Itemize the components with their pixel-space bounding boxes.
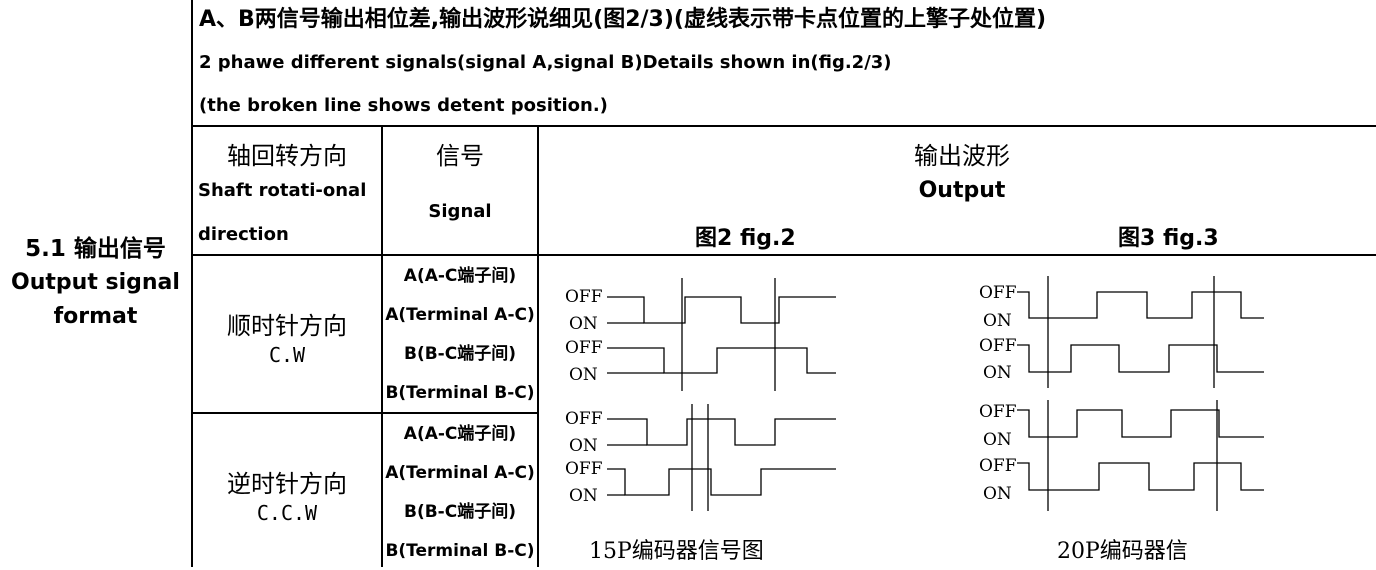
row-divider bbox=[191, 412, 539, 414]
row-cw-signal-a-en: A(Terminal A-C) bbox=[385, 305, 535, 325]
fig2-cw-a-off-label: OFF bbox=[565, 287, 603, 307]
fig2-ccw-a-off-label: OFF bbox=[565, 409, 603, 429]
fig2-ccw-signal-b-waveform bbox=[607, 468, 836, 496]
fig2-ccw-b-off-label: OFF bbox=[565, 459, 603, 479]
header-signal-en: Signal bbox=[428, 201, 492, 222]
row-ccw-direction-code: C.C.W bbox=[256, 501, 318, 525]
fig2-ccw-a-on-label: ON bbox=[569, 436, 598, 456]
fig3-cw-b-on-label: ON bbox=[983, 363, 1012, 383]
header-signal-cn: 信号 bbox=[436, 142, 484, 170]
intro-line-cn: A、B两信号输出相位差,输出波形说细见(图2/3)(虚线表示带卡点位置的上擎子处… bbox=[199, 7, 1047, 32]
row-ccw-signal-b-en: B(Terminal B-C) bbox=[385, 541, 535, 561]
waveform-figure: OFF ON OFF ON OFF ON OFF ON OFF ON OFF ON OFF ON OFF ON… bbox=[565, 276, 1264, 564]
direction-signal-divider bbox=[381, 126, 383, 567]
fig3-cw-signal-a-waveform bbox=[1017, 291, 1264, 319]
fig2-cw-b-off-label: OFF bbox=[565, 338, 603, 358]
fig3-ccw-signal-b-waveform bbox=[1017, 462, 1264, 491]
header-fig3: 图3 fig.3 bbox=[1118, 226, 1219, 251]
row-cw-signal-b-cn: B(B-C端子间) bbox=[404, 344, 516, 364]
header-output-en: Output bbox=[918, 178, 1006, 203]
fig2-caption: 15P编码器信号图 bbox=[589, 539, 764, 564]
row-ccw-direction-cn: 逆时针方向 bbox=[227, 470, 347, 498]
intro-bottom-rule bbox=[191, 125, 1376, 127]
row-cw-signal-b-en: B(Terminal B-C) bbox=[385, 383, 535, 403]
left-table-border bbox=[191, 0, 193, 567]
intro-line-en-1: 2 phawe different signals(signal A,signa… bbox=[199, 52, 892, 73]
fig3-cw-b-off-label: OFF bbox=[979, 336, 1017, 356]
fig2-ccw-b-on-label: ON bbox=[569, 486, 598, 506]
fig2-cw-signal-b-waveform bbox=[607, 347, 836, 374]
header-direction-cn: 轴回转方向 bbox=[227, 142, 347, 170]
row-cw-direction-cn: 顺时针方向 bbox=[227, 312, 347, 340]
fig2-cw-a-on-label: ON bbox=[569, 314, 598, 334]
row-cw-signal-a-cn: A(A-C端子间) bbox=[403, 266, 517, 286]
fig3-caption: 20P编码器信 bbox=[1057, 539, 1188, 564]
header-direction-en-1: Shaft rotati-onal bbox=[198, 180, 367, 201]
intro-line-en-2: (the broken line shows detent position.) bbox=[199, 95, 608, 116]
fig3-ccw-a-on-label: ON bbox=[983, 430, 1012, 450]
fig2-ccw-signal-a-waveform bbox=[607, 418, 836, 446]
fig3-cw-a-off-label: OFF bbox=[979, 283, 1017, 303]
row-cw-direction-code: C.W bbox=[268, 343, 306, 367]
section-label-en-2: format bbox=[53, 304, 138, 329]
fig3-cw-a-on-label: ON bbox=[983, 311, 1012, 331]
fig3-ccw-a-off-label: OFF bbox=[979, 402, 1017, 422]
header-direction-en-2: direction bbox=[198, 224, 289, 245]
section-label: 5.1 输出信号 Output signal format bbox=[0, 232, 191, 334]
section-label-en-1: Output signal bbox=[11, 270, 180, 295]
signal-output-divider bbox=[537, 126, 539, 567]
row-ccw-direction: 逆时针方向 C.C.W bbox=[193, 464, 381, 525]
row-ccw-signal-a-en: A(Terminal A-C) bbox=[385, 463, 535, 483]
row-cw-direction: 顺时针方向 C.W bbox=[193, 306, 381, 367]
row-ccw-signal-b-cn: B(B-C端子间) bbox=[404, 502, 516, 522]
row-cw-signals: A(A-C端子间) A(Terminal A-C) B(B-C端子间) B(Te… bbox=[383, 256, 537, 412]
row-ccw-signal-a-cn: A(A-C端子间) bbox=[403, 424, 517, 444]
header-bottom-rule bbox=[191, 254, 1376, 256]
section-number-label: 5.1 输出信号 bbox=[25, 236, 166, 262]
fig3-ccw-b-on-label: ON bbox=[983, 484, 1012, 504]
row-ccw-signals: A(A-C端子间) A(Terminal A-C) B(B-C端子间) B(Te… bbox=[383, 414, 537, 570]
fig3-cw-signal-b-waveform bbox=[1017, 344, 1264, 373]
fig3-ccw-b-off-label: OFF bbox=[979, 456, 1017, 476]
fig3-ccw-signal-a-waveform bbox=[1017, 409, 1264, 438]
fig2-cw-b-on-label: ON bbox=[569, 365, 598, 385]
header-output-cn: 输出波形 bbox=[914, 142, 1010, 170]
header-fig2: 图2 fig.2 bbox=[695, 226, 796, 251]
fig2-cw-signal-a-waveform bbox=[607, 296, 836, 324]
